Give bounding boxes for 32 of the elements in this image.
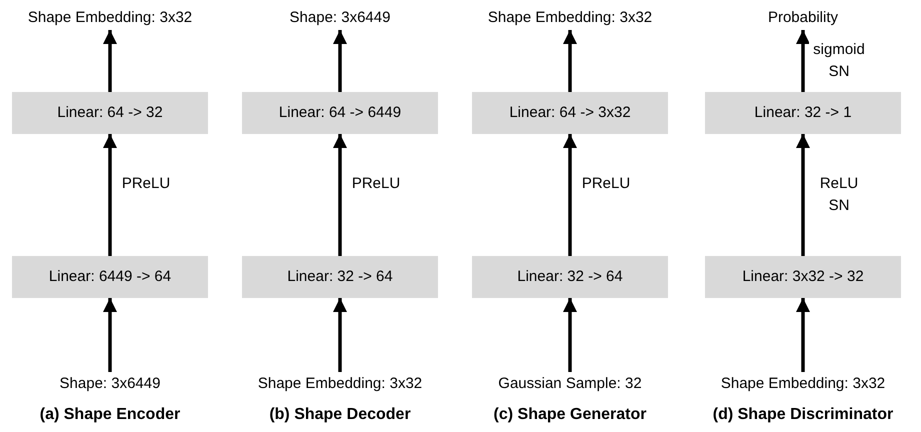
layer-box: Linear: 64 -> 6449 (242, 92, 438, 134)
subfigure-caption: (c) Shape Generator (492, 405, 648, 425)
arrow (103, 298, 117, 372)
data-text: Shape Embedding: 3x32 (465, 6, 675, 30)
subfigure-caption: (d) Shape Discriminator (712, 405, 894, 425)
data-text: Probability (698, 6, 908, 30)
arrow (796, 298, 810, 372)
layer-box: Linear: 32 -> 64 (242, 256, 438, 298)
layer-box: Linear: 64 -> 32 (12, 92, 208, 134)
data-text: Shape Embedding: 3x32 (698, 372, 908, 396)
data-text: Gaussian Sample: 32 (465, 372, 675, 396)
arrow (333, 134, 347, 256)
data-text: Shape: 3x6449 (5, 372, 215, 396)
data-text: Shape: 3x6449 (235, 6, 445, 30)
arrow (796, 30, 810, 92)
arrow (103, 134, 117, 256)
arrow (563, 298, 577, 372)
layer-box: Linear: 6449 -> 64 (12, 256, 208, 298)
arrow (333, 298, 347, 372)
layer-box: Linear: 64 -> 3x32 (472, 92, 668, 134)
data-text: Shape Embedding: 3x32 (5, 6, 215, 30)
arrow (563, 30, 577, 92)
arrow (563, 134, 577, 256)
arrow (103, 30, 117, 92)
arrow (333, 30, 347, 92)
layer-box: Linear: 32 -> 1 (705, 92, 901, 134)
data-text: Shape Embedding: 3x32 (235, 372, 445, 396)
subfigure-caption: (b) Shape Decoder (268, 405, 412, 425)
arrow (796, 134, 810, 256)
layer-box: Linear: 32 -> 64 (472, 256, 668, 298)
subfigure-caption: (a) Shape Encoder (38, 405, 182, 425)
layer-box: Linear: 3x32 -> 32 (705, 256, 901, 298)
